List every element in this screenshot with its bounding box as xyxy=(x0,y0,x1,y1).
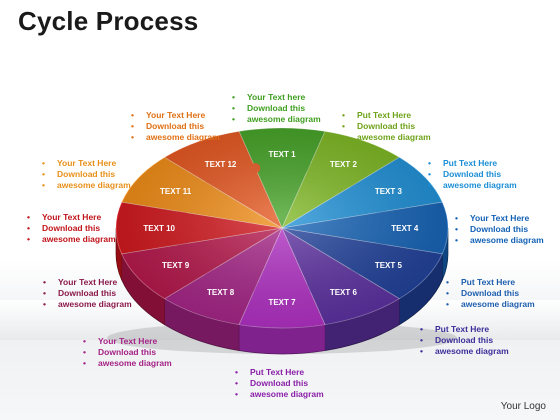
note-heading: Put Text Here xyxy=(446,277,558,288)
note-heading: Put Text Here xyxy=(235,367,347,378)
note-segment-6: Put Text Here Download this awesome diag… xyxy=(420,324,532,357)
note-heading: Your Text Here xyxy=(43,277,155,288)
note-line: awesome diagram xyxy=(42,180,154,191)
note-line: Download this xyxy=(27,223,139,234)
note-heading: Your Text Here xyxy=(131,110,243,121)
note-line: awesome diagram xyxy=(455,235,560,246)
segment-label-10: TEXT 10 xyxy=(143,224,175,233)
note-segment-7: Put Text Here Download this awesome diag… xyxy=(235,367,347,400)
segment-label-4: TEXT 4 xyxy=(391,224,419,233)
note-line: Download this xyxy=(83,347,195,358)
note-line: Download this xyxy=(455,224,560,235)
note-segment-5: Put Text Here Download this awesome diag… xyxy=(446,277,558,310)
note-heading: Your Text Here xyxy=(42,158,154,169)
note-segment-12: Your Text Here Download this awesome dia… xyxy=(131,110,243,143)
note-line: awesome diagram xyxy=(27,234,139,245)
note-heading: Put Text Here xyxy=(428,158,540,169)
note-heading: Your Text here xyxy=(232,92,344,103)
note-line: awesome diagram xyxy=(232,114,344,125)
note-line: Download this xyxy=(420,335,532,346)
note-segment-9: Your Text Here Download this awesome dia… xyxy=(43,277,155,310)
segment-label-2: TEXT 2 xyxy=(330,160,358,169)
note-segment-10: Your Text Here Download this awesome dia… xyxy=(27,212,139,245)
note-line: Download this xyxy=(428,169,540,180)
note-line: Download this xyxy=(42,169,154,180)
note-line: awesome diagram xyxy=(428,180,540,191)
note-heading: Your Text Here xyxy=(455,213,560,224)
note-segment-2: Put Text Here Download this awesome diag… xyxy=(342,110,454,143)
page-title: Cycle Process xyxy=(18,6,199,36)
note-line: Download this xyxy=(235,378,347,389)
segment-label-3: TEXT 3 xyxy=(375,187,403,196)
logo-placeholder: Your Logo xyxy=(500,401,546,412)
note-segment-3: Put Text Here Download this awesome diag… xyxy=(428,158,540,191)
segment-label-8: TEXT 8 xyxy=(207,288,235,297)
note-line: Download this xyxy=(446,288,558,299)
note-heading: Your Text Here xyxy=(83,336,195,347)
note-line: Download this xyxy=(232,103,344,114)
note-line: awesome diagram xyxy=(446,299,558,310)
note-line: awesome diagram xyxy=(43,299,155,310)
note-line: awesome diagram xyxy=(342,132,454,143)
segment-label-6: TEXT 6 xyxy=(330,288,358,297)
note-heading: Put Text Here xyxy=(342,110,454,121)
note-segment-1: Your Text here Download this awesome dia… xyxy=(232,92,344,125)
segment-label-9: TEXT 9 xyxy=(162,261,190,270)
note-line: awesome diagram xyxy=(235,389,347,400)
note-segment-4: Your Text Here Download this awesome dia… xyxy=(455,213,560,246)
note-line: Download this xyxy=(131,121,243,132)
note-line: Download this xyxy=(43,288,155,299)
note-heading: Your Text Here xyxy=(27,212,139,223)
note-line: awesome diagram xyxy=(420,346,532,357)
note-heading: Put Text Here xyxy=(420,324,532,335)
segment-label-12: TEXT 12 xyxy=(205,160,237,169)
segment-label-11: TEXT 11 xyxy=(160,187,192,196)
segment-label-7: TEXT 7 xyxy=(268,298,296,307)
pie-labels: TEXT 1 TEXT 2 TEXT 3 TEXT 4 TEXT 5 TEXT 6 TEXT… xyxy=(143,150,418,307)
note-line: awesome diagram xyxy=(83,358,195,369)
pie-side-segment-7 xyxy=(238,324,326,355)
note-line: Download this xyxy=(342,121,454,132)
segment-label-1: TEXT 1 xyxy=(268,150,296,159)
segment-label-5: TEXT 5 xyxy=(375,261,403,270)
note-segment-11: Your Text Here Download this awesome dia… xyxy=(42,158,154,191)
note-segment-8: Your Text Here Download this awesome dia… xyxy=(83,336,195,369)
note-line: awesome diagram xyxy=(131,132,243,143)
puzzle-tab-12 xyxy=(250,163,261,174)
